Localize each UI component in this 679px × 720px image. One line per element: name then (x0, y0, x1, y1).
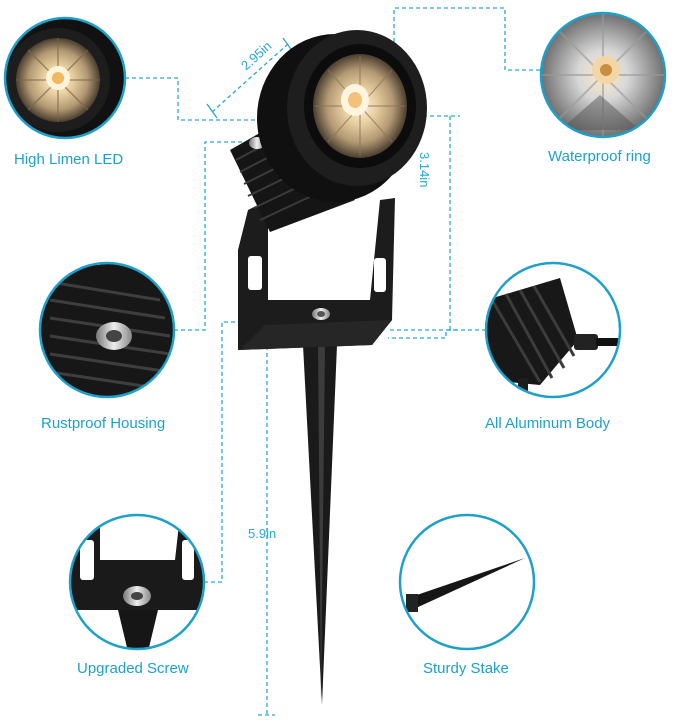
feature-label-body: All Aluminum Body (485, 415, 611, 432)
led-detail-image (3, 16, 127, 140)
body-detail-image (484, 261, 622, 399)
feature-label-led: High Limen LED (14, 151, 124, 168)
housing-detail-image (38, 261, 176, 399)
dimension-height: 3.14in (417, 152, 432, 188)
feature-label-screw: Upgraded Screw (77, 660, 189, 677)
feature-label-stake: Sturdy Stake (423, 660, 509, 677)
dimension-stake-length: 5.9in (248, 526, 277, 541)
screw-detail-image (68, 513, 206, 651)
ring-detail-image (539, 11, 667, 139)
lamp-head (257, 30, 427, 202)
callout-lines (125, 7, 540, 716)
bracket (238, 198, 395, 350)
feature-label-housing: Rustproof Housing (41, 415, 166, 432)
stake (303, 345, 337, 705)
stake-detail-image (398, 513, 536, 651)
feature-label-ring: Waterproof ring (548, 148, 651, 165)
